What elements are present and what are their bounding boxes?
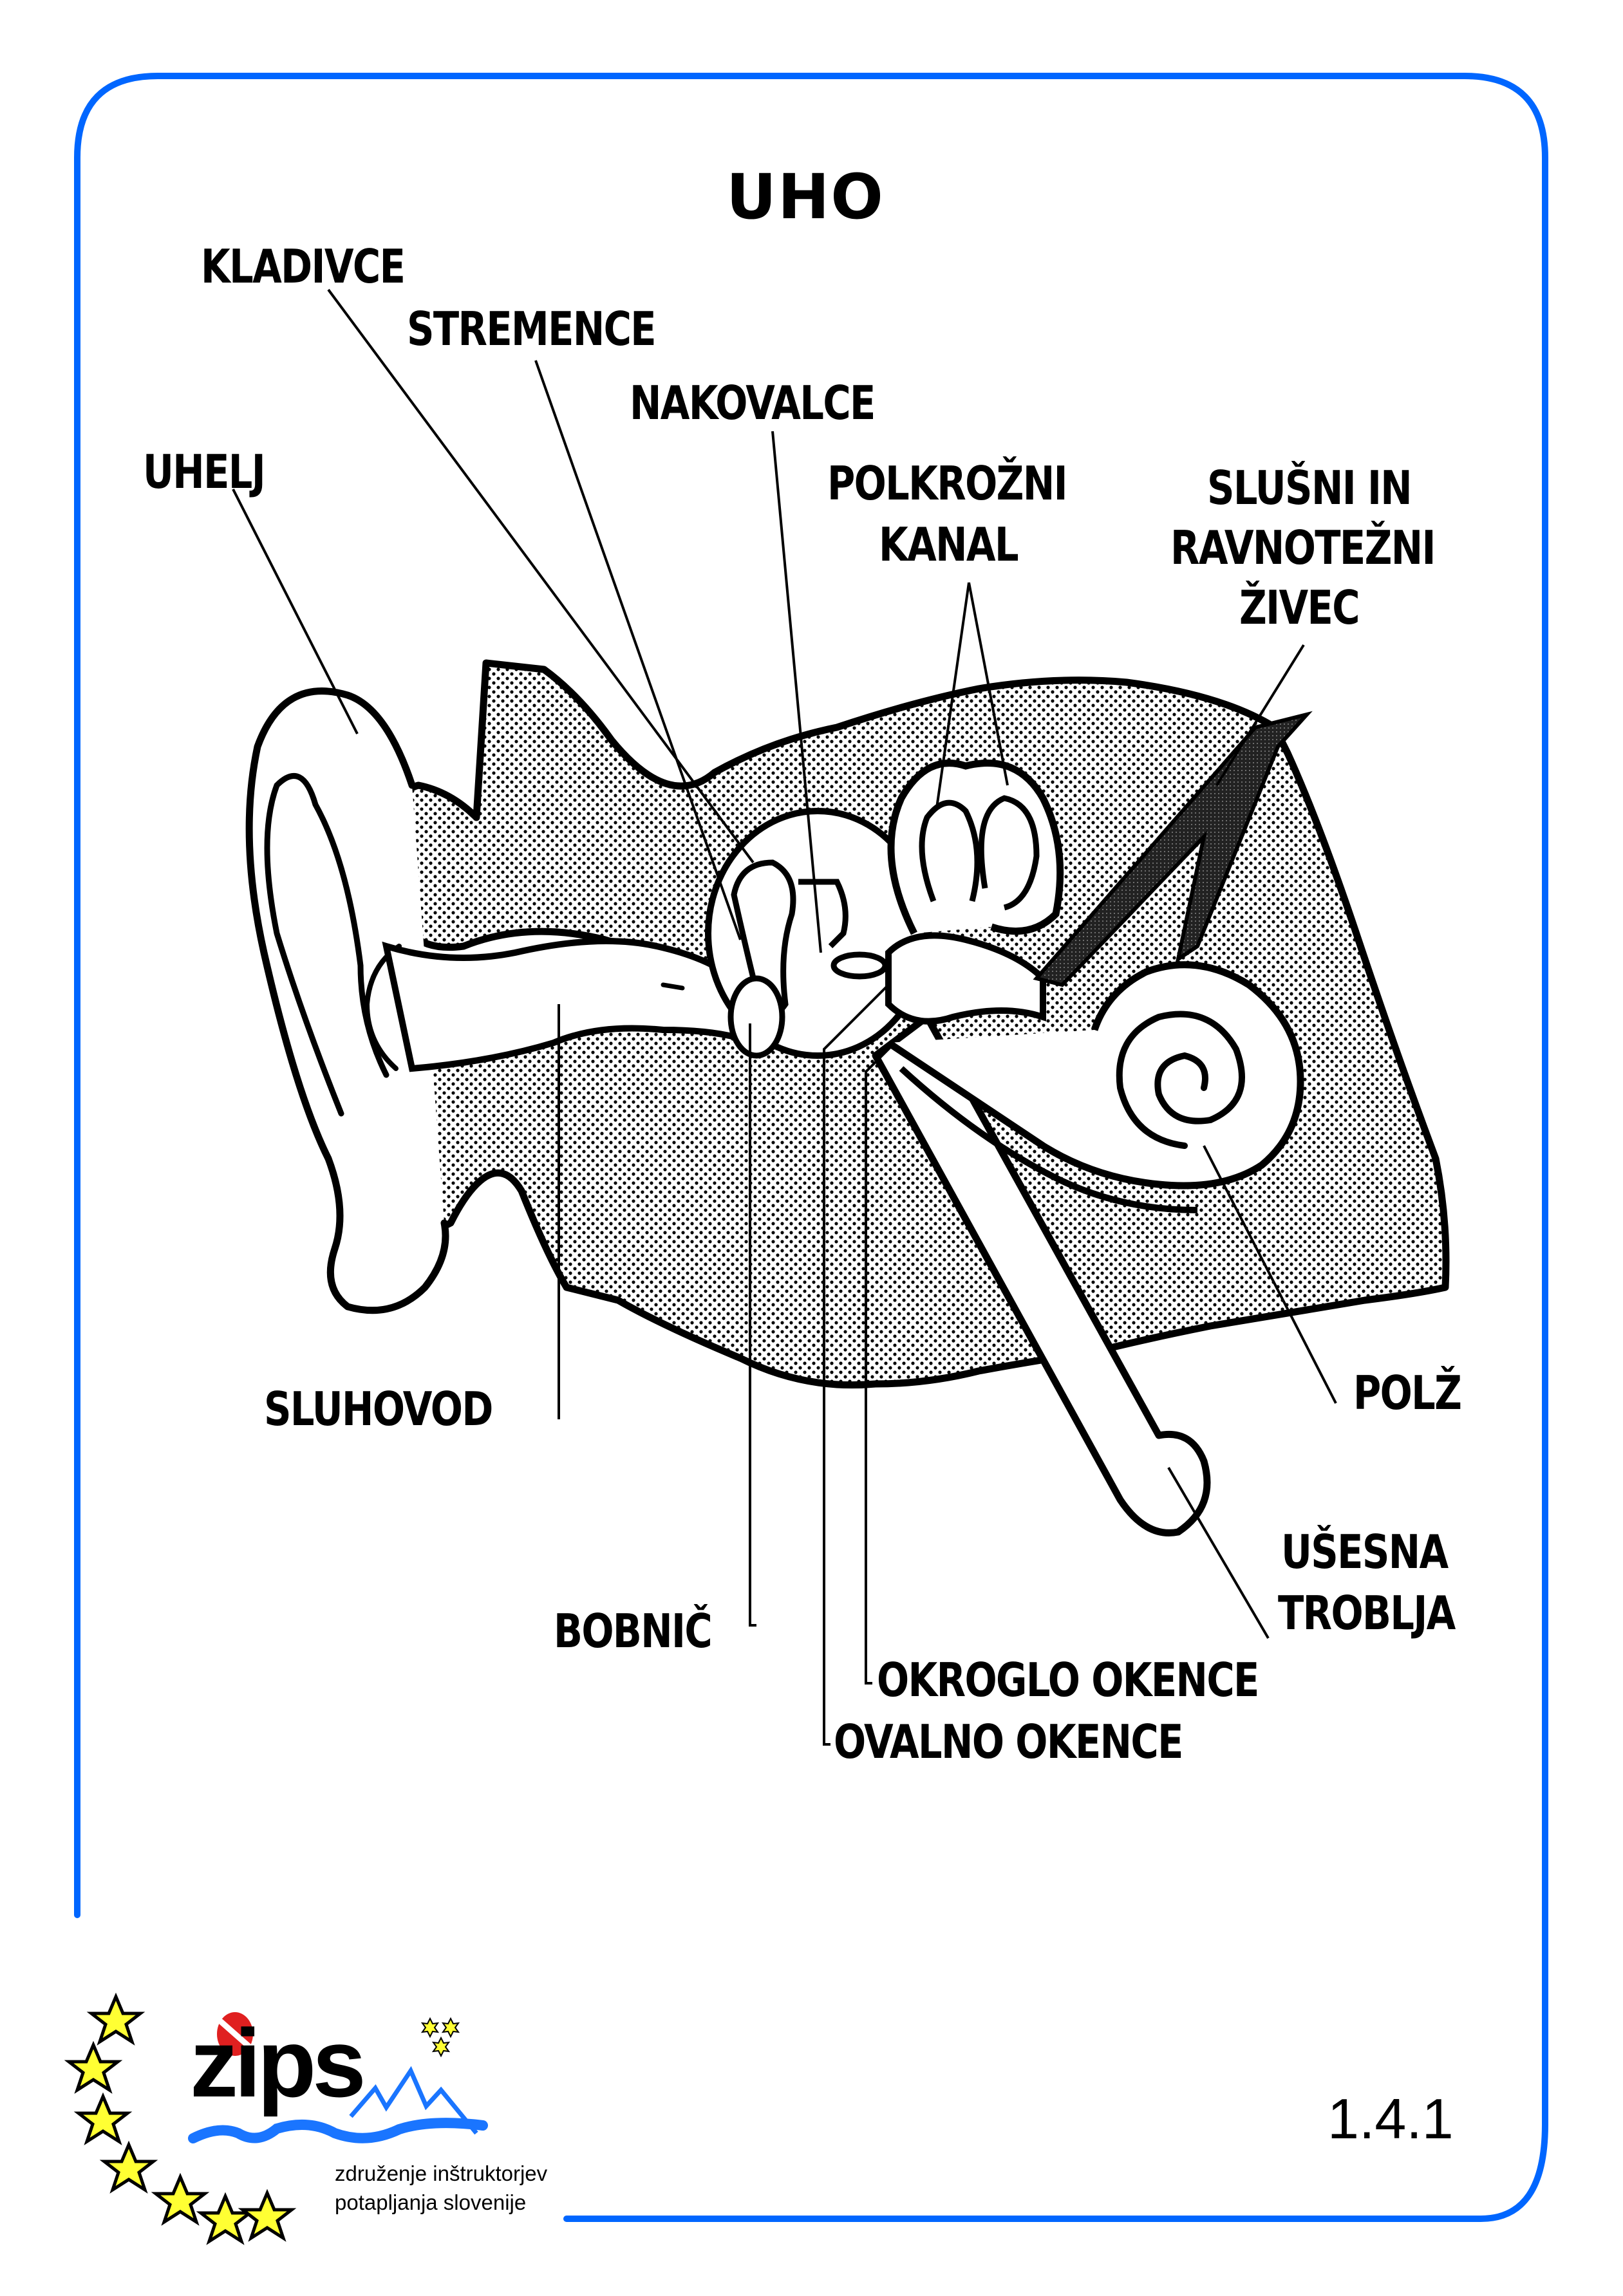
- star-icon: [69, 2045, 118, 2090]
- leader-troblja: [1167, 1466, 1270, 1639]
- label-usesna-troblja-line2: TROBLJA: [1278, 1586, 1456, 1640]
- label-ovalno-okence: OVALNO OKENCE: [834, 1715, 1183, 1769]
- label-kladivce: KLADIVCE: [201, 239, 406, 294]
- label-polkrozni-kanal-line2: KANAL: [879, 518, 1019, 572]
- label-slusni-zivec-line3: ŽIVEC: [1239, 581, 1360, 635]
- mountain-icon: [349, 2066, 478, 2135]
- label-bobnic: BOBNIČ: [554, 1604, 713, 1658]
- star-icon: [91, 1997, 140, 2042]
- page-number: 1.4.1: [1327, 2087, 1454, 2151]
- star-icon: [433, 2037, 449, 2057]
- leader-uhelj: [232, 489, 359, 734]
- auditory-nerve: [1033, 711, 1313, 987]
- leader-kladivce: [327, 288, 755, 864]
- semicircular-canal-inner-a: [919, 799, 980, 902]
- label-uhelj: UHELJ: [143, 445, 266, 499]
- wave-icon: [188, 2118, 488, 2143]
- star-icon: [442, 2018, 459, 2037]
- leader-ovalno: [823, 984, 890, 1746]
- auricle-inner-fold: [264, 773, 389, 1117]
- logo-tagline-line2: potapljanja slovenije: [335, 2190, 527, 2214]
- leader-lines: [232, 288, 1337, 1746]
- concha: [364, 944, 402, 1071]
- auricle: [245, 687, 449, 1314]
- label-polz: POLŽ: [1353, 1366, 1462, 1420]
- label-slusni-zivec-line1: SLUŠNI IN: [1207, 461, 1412, 515]
- star-icon: [104, 2145, 153, 2190]
- oval-window-stapes: [830, 951, 888, 980]
- label-usesna-troblja-line1: UŠESNA: [1281, 1525, 1449, 1579]
- page-title: UHO: [726, 161, 885, 233]
- star-icon: [201, 2196, 250, 2241]
- leader-zivec: [1215, 644, 1305, 787]
- small-stars: [422, 2018, 459, 2057]
- star-icon: [156, 2177, 205, 2222]
- star-icon: [243, 2193, 292, 2238]
- label-polkrozni-kanal-line1: POLKROŽNI: [827, 456, 1068, 510]
- incus: [798, 879, 849, 949]
- vestibule: [885, 932, 1046, 1025]
- star-icon: [422, 2018, 438, 2037]
- zips-logo-graphic: [64, 1970, 488, 2253]
- leader-okroglo: [865, 1041, 896, 1685]
- label-sluhovod: SLUHOVOD: [264, 1382, 493, 1436]
- star-icon: [79, 2096, 127, 2142]
- label-stremence: STREMENCE: [407, 302, 657, 356]
- leader-polkrozni-a: [935, 582, 970, 808]
- leader-polkrozni-b: [968, 582, 1009, 786]
- leader-stremence: [534, 360, 742, 940]
- eardrum: [727, 975, 785, 1059]
- label-nakovalce: NAKOVALCE: [630, 376, 876, 430]
- eustachian-tube: [872, 1013, 1211, 1536]
- canal-arrow: [661, 982, 685, 991]
- label-slusni-zivec-line2: RAVNOTEŽNI: [1170, 521, 1436, 575]
- zips-logo: zips združenje inštruktorjev potapljanja…: [64, 1970, 554, 2253]
- semicircular-canal-inner-b: [978, 795, 1040, 911]
- label-okroglo-okence: OKROGLO OKENCE: [877, 1653, 1259, 1707]
- logo-tagline-line1: združenje inštruktorjev: [335, 2161, 548, 2185]
- logo-wordmark: zips: [190, 2009, 366, 2117]
- leader-nakovalce: [771, 431, 822, 953]
- frame-border: [74, 73, 1548, 2222]
- leader-bobnic: [749, 1023, 756, 1627]
- leader-polz: [1203, 1145, 1337, 1404]
- cochlea: [886, 961, 1304, 1213]
- malleus: [731, 859, 796, 1017]
- dive-flag-stripe: [217, 2017, 253, 2051]
